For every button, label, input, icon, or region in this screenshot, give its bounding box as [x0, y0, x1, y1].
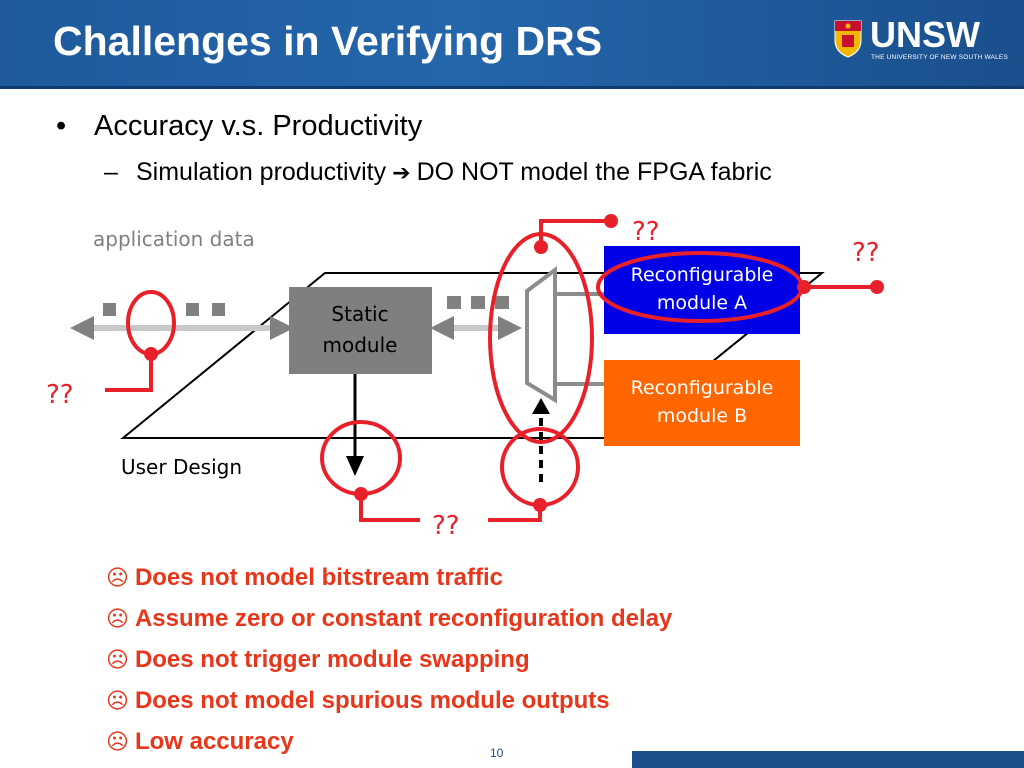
probe-dot: [533, 498, 547, 512]
footer-bar: [632, 751, 1024, 768]
issue-text: Does not trigger module swapping: [134, 646, 530, 673]
issue-text: Assume zero or constant reconfiguration …: [134, 605, 673, 632]
issue-text: Low accuracy: [134, 728, 294, 755]
unknown-label-right: ??: [852, 238, 880, 268]
bullet-sub-after: DO NOT model the FPGA fabric: [416, 158, 772, 186]
bullet-sub: –Simulation productivity➔DO NOT model th…: [104, 158, 772, 187]
probe-dot: [534, 240, 548, 254]
data-packet: [495, 296, 509, 309]
probe-wire-bottom-right: [488, 505, 542, 522]
frown-face-icon: ☹: [106, 607, 129, 632]
data-packet: [212, 303, 225, 316]
probe-ring-left: [126, 290, 176, 356]
static-module-label-line2: module: [323, 333, 398, 357]
issue-item: ☹Does not trigger module swapping: [106, 644, 672, 685]
probe-wire-top: [539, 219, 611, 247]
static-output-arrowhead: [346, 456, 364, 476]
unknown-label-top: ??: [632, 217, 660, 247]
frown-face-icon: ☹: [106, 566, 129, 591]
static-module-box: [289, 287, 432, 374]
module-b-label-line2: module B: [657, 405, 747, 427]
probe-dot: [797, 280, 811, 294]
issue-text: Does not model spurious module outputs: [134, 687, 610, 714]
issue-text: Does not model bitstream traffic: [134, 564, 503, 591]
unknown-label-left: ??: [46, 380, 74, 410]
probe-dots: [144, 214, 884, 512]
unknown-label-bottom: ??: [432, 511, 460, 541]
arrow-right-icon: ➔: [392, 161, 411, 186]
probe-dot: [354, 487, 368, 501]
static-module-label-line1: Static: [331, 302, 388, 326]
bullet-dot-icon: •: [56, 110, 67, 142]
slide-title: Challenges in Verifying DRS: [53, 18, 603, 64]
module-a-label-line1: Reconfigurable: [631, 264, 774, 286]
bullet-main-text: Accuracy v.s. Productivity: [94, 110, 423, 142]
issues-list: ☹Does not model bitstream traffic ☹Assum…: [106, 562, 672, 767]
multiplexer: [525, 266, 557, 404]
logo-subtitle: THE UNIVERSITY OF NEW SOUTH WALES: [871, 54, 1008, 61]
bullet-sub-before: Simulation productivity: [136, 158, 387, 186]
bullet-main: • Accuracy v.s. Productivity: [56, 110, 422, 143]
select-signal-arrowhead: [532, 398, 550, 414]
module-a-label-line2: module A: [657, 292, 747, 314]
user-design-label: User Design: [121, 455, 242, 479]
probe-dot: [604, 214, 618, 228]
module-b-label-line1: Reconfigurable: [631, 377, 774, 399]
bullet-dash-icon: –: [104, 158, 118, 186]
unsw-logo: UNSW THE UNIVERSITY OF NEW SOUTH WALES: [834, 14, 1008, 68]
issue-item: ☹Does not model spurious module outputs: [106, 685, 672, 726]
page-number: 10: [490, 746, 504, 760]
probe-dot: [870, 280, 884, 294]
application-data-label: application data: [93, 227, 255, 251]
frown-face-icon: ☹: [106, 648, 129, 673]
probe-dot: [144, 347, 158, 361]
data-packet: [186, 303, 199, 316]
probe-wire-bottom-left: [359, 494, 420, 522]
issue-item: ☹Assume zero or constant reconfiguration…: [106, 603, 672, 644]
header-rule: [0, 86, 1024, 89]
probe-wire-left: [105, 354, 153, 392]
issue-item: ☹Does not model bitstream traffic: [106, 562, 672, 603]
unsw-crest-icon: [834, 20, 862, 58]
issue-item: ☹Low accuracy: [106, 726, 672, 767]
frown-face-icon: ☹: [106, 730, 129, 755]
logo-wordmark: UNSW: [870, 14, 980, 55]
data-packet: [447, 296, 461, 309]
data-packet: [103, 303, 116, 316]
data-packet: [471, 296, 485, 309]
frown-face-icon: ☹: [106, 689, 129, 714]
module-b-box: [604, 360, 800, 446]
